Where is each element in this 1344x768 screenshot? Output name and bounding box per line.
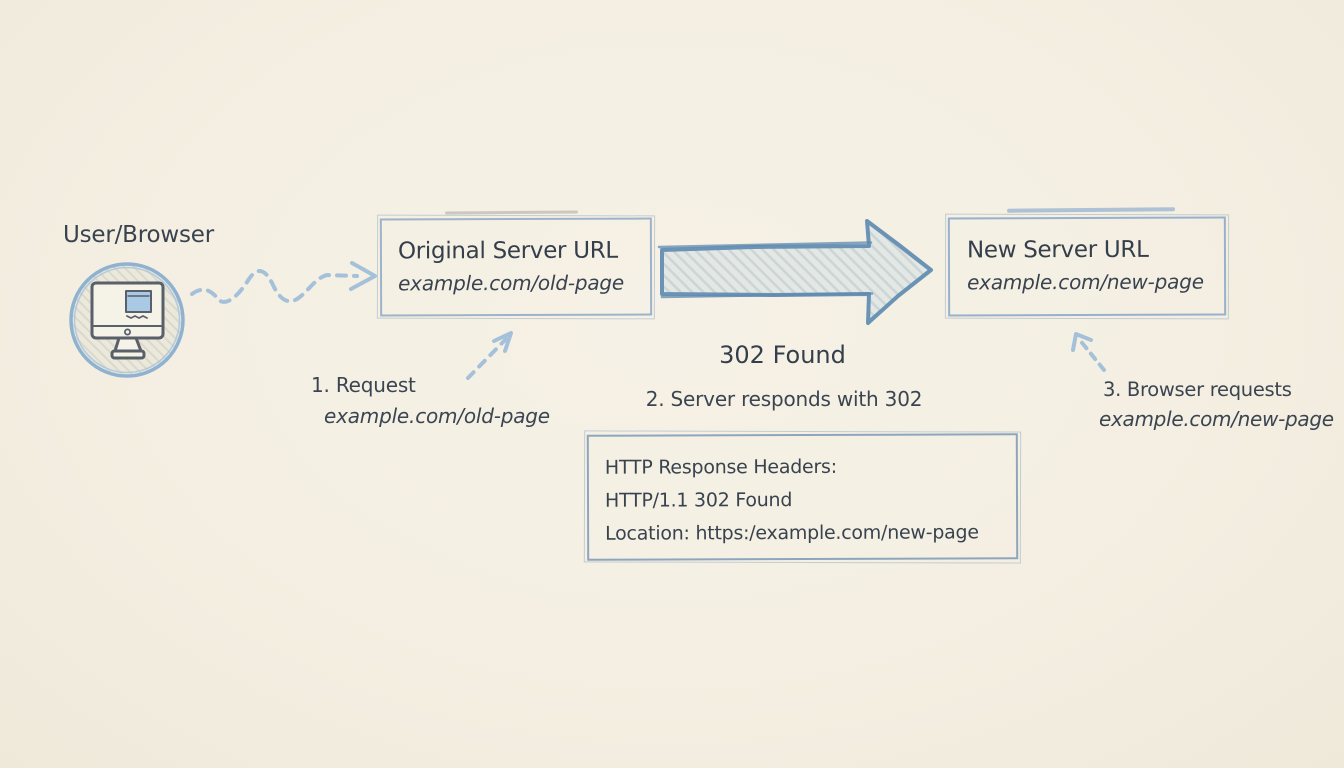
sketch-overdraw-line <box>444 210 579 215</box>
user-browser-icon <box>69 262 185 378</box>
request-wavy-dashed-arrow-icon <box>190 261 377 304</box>
step1-annotation: 1. Request example.com/old-page <box>311 373 550 428</box>
step1-dashed-arrow-icon <box>466 331 513 380</box>
new-server-url: example.com/new-page <box>967 269 1204 295</box>
status-302-label: 302 Found <box>719 341 846 369</box>
step3-annotation: 3. Browser requests example.com/new-page <box>1099 378 1334 431</box>
header-line-location: Location: https:/example.com/new-page <box>605 521 979 545</box>
original-server-title: Original Server URL <box>397 237 618 265</box>
http-headers-box: HTTP Response Headers: HTTP/1.1 302 Foun… <box>586 433 1019 561</box>
browser-window-glyph <box>125 290 152 313</box>
header-line-status: HTTP/1.1 302 Found <box>604 489 793 512</box>
original-server-url: example.com/old-page <box>398 270 625 296</box>
sketch-overdraw-line <box>1006 207 1176 213</box>
step2-label: 2. Server responds with 302 <box>645 387 923 411</box>
step3-dashed-arrow-icon <box>1071 332 1106 372</box>
new-server-title: New Server URL <box>966 236 1149 264</box>
step3-label: 3. Browser requests <box>1103 378 1292 401</box>
new-server-box: New Server URL example.com/new-page <box>947 216 1227 317</box>
header-line-title: HTTP Response Headers: <box>604 455 837 479</box>
step3-url: example.com/new-page <box>1099 407 1334 431</box>
step1-url: example.com/old-page <box>324 404 550 428</box>
original-server-box: Original Server URL example.com/old-page <box>379 217 653 317</box>
monitor-icon <box>90 281 165 360</box>
step1-label: 1. Request <box>311 373 416 397</box>
user-browser-label: User/Browser <box>63 222 214 248</box>
redirect-block-arrow-icon <box>657 219 933 325</box>
